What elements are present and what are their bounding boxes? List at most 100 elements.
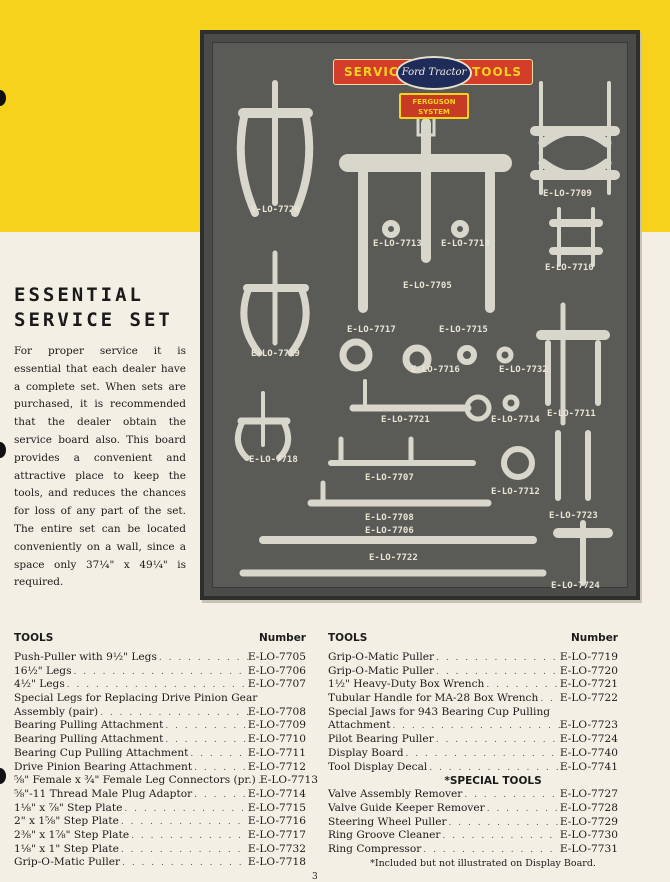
- board-panel: SERVICE Ford Tractor TOOLS FERGUSON SYST…: [212, 42, 628, 591]
- tool-name: Push-Puller with 9½" Legs: [14, 651, 157, 663]
- tool-name: ⅝" Female x ¾" Female Leg Connectors (pr…: [14, 774, 256, 787]
- table-row: Display Board. . . . . . . . . . . . . .…: [328, 747, 618, 761]
- table-row: 2⅜" x 1⅞" Step Plate. . . . . . . . . . …: [14, 829, 306, 843]
- leader-dots: . . . . . . . . . . . . . . . . . . . . …: [66, 680, 248, 691]
- table-row: 4½" Legs. . . . . . . . . . . . . . . . …: [14, 678, 306, 692]
- table-row: Assembly (pair). . . . . . . . . . . . .…: [14, 706, 306, 720]
- emblem-service-word: SERVICE: [344, 65, 408, 79]
- tool-name: 4½" Legs: [14, 678, 65, 691]
- board-label: E-LO-7712: [491, 487, 540, 497]
- board-label: E-LO-7721: [381, 415, 430, 425]
- tool-7711-icon: [536, 302, 610, 426]
- board-label: E-LO-7708: [365, 513, 414, 523]
- table-row: Grip-O-Matic Puller. . . . . . . . . . .…: [328, 665, 618, 679]
- tool-name: Bearing Pulling Attachment: [14, 719, 164, 732]
- tool-name: Tool Display Decal: [328, 760, 428, 773]
- board-label: E-LO-7715: [439, 325, 488, 335]
- footnote: *Included but not illustrated on Display…: [370, 857, 596, 869]
- heading-line-2: SERVICE SET: [14, 309, 173, 331]
- page-number: 3: [312, 872, 318, 882]
- tool-name: 1⅛" x 1" Step Plate: [14, 842, 119, 855]
- tool-number: E-LO-7729: [559, 815, 618, 828]
- leader-dots: . . . . . . . . . . . . . . . . . . . . …: [448, 817, 560, 828]
- tool-name: Attachment: [328, 719, 391, 732]
- tool-name: ⅝"-11 Thread Male Plug Adaptor: [14, 787, 193, 800]
- leader-dots: . . . . . . . . . . . . . . . . . . . . …: [429, 762, 560, 773]
- tool-7705-icon: [339, 113, 512, 313]
- service-board: SERVICE Ford Tractor TOOLS FERGUSON SYST…: [200, 30, 640, 600]
- leader-dots: . . . . . . . . . . . . . . . . . . . . …: [442, 831, 559, 842]
- tool-number: E-LO-7713: [259, 774, 318, 787]
- table-row: Ring Groove Cleaner. . . . . . . . . . .…: [328, 829, 618, 843]
- board-label: E-LO-7709: [543, 189, 592, 199]
- table-rows: Push-Puller with 9½" Legs. . . . . . . .…: [14, 651, 318, 870]
- leader-dots: . . . . . . . . . . . . . . . . . . . . …: [423, 844, 560, 855]
- col-tools: TOOLS: [14, 632, 54, 644]
- binder-hole: [0, 768, 6, 784]
- tool-7718-icon: [234, 391, 292, 461]
- tool-name: Grip-O-Matic Puller: [14, 856, 121, 869]
- board-label: E-LO-7706: [365, 526, 414, 536]
- table-row: Special Legs for Replacing Drive Pinion …: [14, 692, 306, 706]
- tool-name: Valve Assembly Remover: [328, 788, 463, 801]
- table-row: Grip-O-Matic Puller. . . . . . . . . . .…: [14, 856, 306, 870]
- board-label: E-LO-7717: [347, 325, 396, 335]
- tool-name: Special Legs for Replacing Drive Pinion …: [14, 692, 258, 705]
- board-label: E-LO-7713: [441, 239, 490, 249]
- board-label: E-LO-7719: [251, 349, 300, 359]
- table-row: Bearing Pulling Attachment. . . . . . . …: [14, 719, 306, 733]
- table-row: 2" x 1⅝" Step Plate. . . . . . . . . . .…: [14, 815, 306, 829]
- tool-number: E-LO-7741: [559, 760, 618, 773]
- board-label: E-LO-7722: [369, 553, 418, 563]
- tool-name: 2" x 1⅝" Step Plate: [14, 815, 119, 828]
- table-row: Valve Guide Keeper Remover. . . . . . . …: [328, 802, 618, 816]
- table-row: Attachment. . . . . . . . . . . . . . . …: [328, 719, 618, 733]
- tool-7709-icon: [530, 81, 620, 195]
- tool-number: E-LO-7720: [559, 664, 618, 677]
- col-number: Number: [258, 632, 306, 644]
- tool-name: Ring Groove Cleaner: [328, 829, 441, 842]
- tool-name: Assembly (pair): [14, 705, 99, 718]
- tool-number: E-LO-7709: [247, 719, 306, 732]
- col-number: Number: [570, 632, 618, 644]
- tool-number: E-LO-7706: [247, 664, 306, 677]
- leader-dots: . . . . . . . . . . . . . . . . . . . . …: [122, 858, 248, 869]
- table-row: 16½" Legs. . . . . . . . . . . . . . . .…: [14, 665, 306, 679]
- board-label: E-LO-7716: [411, 365, 460, 375]
- tool-7720-icon: [236, 80, 314, 217]
- tool-number: E-LO-7707: [247, 678, 306, 691]
- table-row: ⅝"-11 Thread Male Plug Adaptor. . . . . …: [14, 788, 306, 802]
- leader-dots: . . . . . . . . . . . . . . . . . . . . …: [73, 666, 248, 677]
- leader-dots: . . . . . . . . . . . . . . . . . . . . …: [486, 680, 560, 691]
- tool-name: Steering Wheel Puller: [328, 815, 447, 828]
- tool-number: E-LO-7722: [559, 692, 618, 705]
- col-tools: TOOLS: [328, 632, 368, 644]
- special-tools-heading: *SPECIAL TOOLS: [444, 775, 542, 788]
- leader-dots: . . . . . . . . . . . . . . . . . . . . …: [486, 803, 560, 814]
- table-row: 1½" Heavy-Duty Box Wrench. . . . . . . .…: [328, 678, 618, 692]
- table-row: Tool Display Decal. . . . . . . . . . . …: [328, 761, 618, 775]
- tool-number: E-LO-7716: [247, 815, 306, 828]
- table-row: Push-Puller with 9½" Legs. . . . . . . .…: [14, 651, 306, 665]
- tool-number: E-LO-7721: [559, 678, 618, 691]
- tool-name: 1½" Heavy-Duty Box Wrench: [328, 678, 485, 691]
- intro-paragraph: For proper service it is essential that …: [14, 345, 186, 589]
- board-label: E-LO-7710: [545, 263, 594, 273]
- leader-dots: . . . . . . . . . . . . . . . . . . . . …: [435, 735, 560, 746]
- table-row: Special Jaws for 943 Bearing Cup Pulling: [328, 706, 618, 720]
- tool-number: E-LO-7718: [247, 856, 306, 869]
- table-row: Ring Compressor. . . . . . . . . . . . .…: [328, 843, 618, 857]
- leader-dots: . . . . . . . . . . . . . . . . . . . . …: [165, 721, 248, 732]
- tool-number: E-LO-7731: [559, 842, 618, 855]
- tool-number: E-LO-7727: [559, 788, 618, 801]
- tool-number: E-LO-7728: [559, 801, 618, 814]
- table-row: Steering Wheel Puller. . . . . . . . . .…: [328, 816, 618, 830]
- board-label: E-LO-7705: [403, 281, 452, 291]
- leader-dots: . . . . . . . . . . . . . . . . . . . . …: [436, 653, 560, 663]
- leader-dots: . . . . . . . . . . . . . . . . . . . . …: [124, 803, 247, 814]
- tool-number: E-LO-7724: [559, 733, 618, 746]
- binder-hole: [0, 90, 6, 106]
- tool-name: Ring Compressor: [328, 842, 422, 855]
- ferguson-system-badge: FERGUSON SYSTEM: [399, 93, 469, 119]
- leader-dots: . . . . . . . . . . . . . . . . . . . . …: [158, 653, 248, 663]
